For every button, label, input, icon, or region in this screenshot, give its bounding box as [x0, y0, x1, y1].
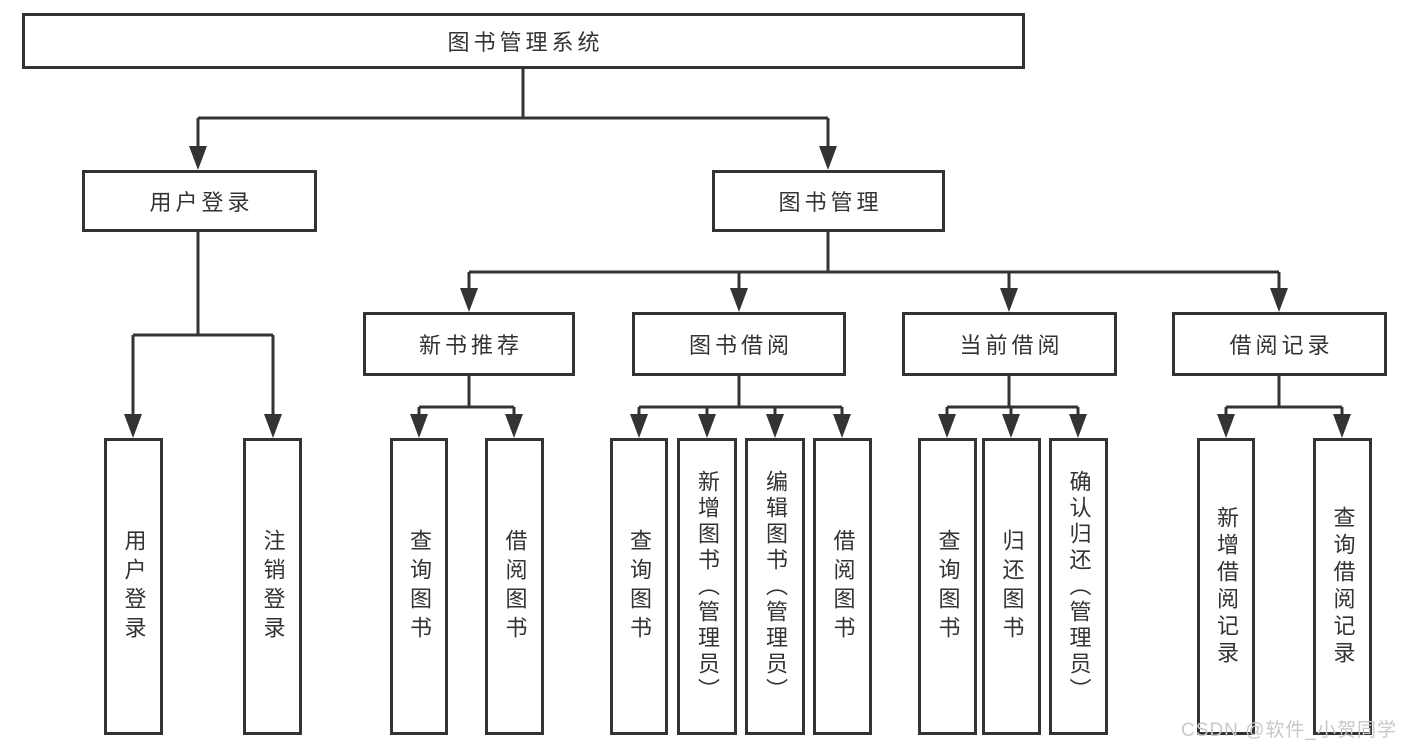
leaf-logout: 注销登录	[243, 438, 302, 735]
node-current-borrowing: 当前借阅	[902, 312, 1117, 376]
leaf-borrow-books: 借阅图书	[813, 438, 872, 735]
leaf-user-login: 用户登录	[104, 438, 163, 735]
leaf-query-borrow-record: 查询借阅记录	[1313, 438, 1372, 735]
leaf-return-books: 归还图书	[982, 438, 1041, 735]
node-borrowing-records: 借阅记录	[1172, 312, 1387, 376]
watermark: CSDN @软件_小贺同学	[1181, 720, 1397, 741]
leaf-query-books-current: 查询图书	[918, 438, 977, 735]
node-book-borrowing: 图书借阅	[632, 312, 846, 376]
arrowhead-icons	[124, 146, 1351, 438]
leaf-borrow-books-recommend: 借阅图书	[485, 438, 544, 735]
node-new-book-recommendation: 新书推荐	[363, 312, 575, 376]
node-library-management-system: 图书管理系统	[22, 13, 1025, 69]
leaf-query-books-borrowing: 查询图书	[610, 438, 668, 735]
leaf-add-books-admin: 新增图书（管理员）	[677, 438, 737, 735]
leaf-query-books-recommend: 查询图书	[390, 438, 448, 735]
leaf-edit-books-admin: 编辑图书（管理员）	[745, 438, 805, 735]
node-user-login-branch: 用户登录	[82, 170, 317, 232]
node-book-management-branch: 图书管理	[712, 170, 945, 232]
leaf-confirm-return-admin: 确认归还（管理员）	[1049, 438, 1108, 735]
leaf-add-borrow-record: 新增借阅记录	[1197, 438, 1255, 735]
